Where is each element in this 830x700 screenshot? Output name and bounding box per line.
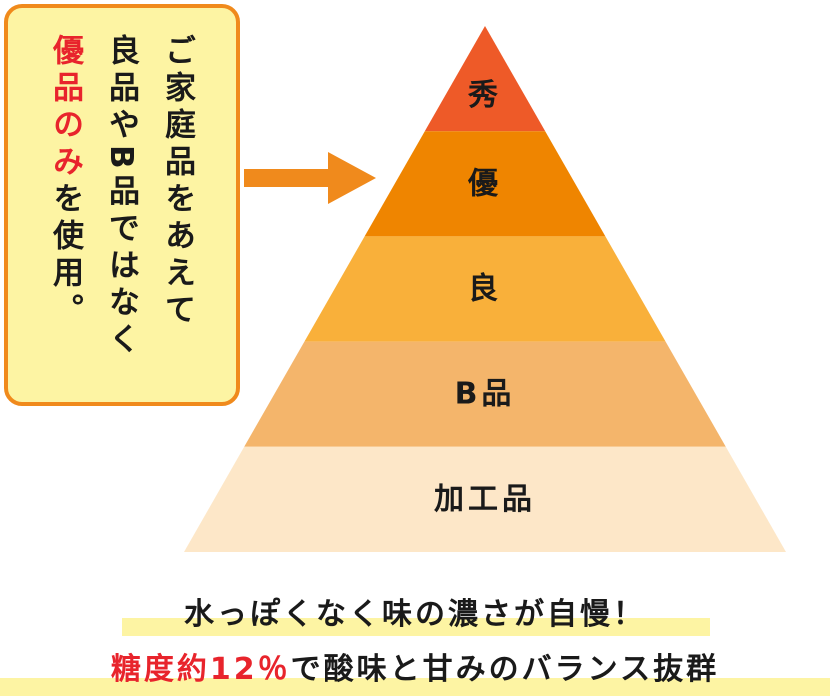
pyramid-tier <box>424 26 546 132</box>
tagline-1-text: 水っぽくなく味の濃さが自慢！ <box>184 597 646 632</box>
tagline-2: 糖度約12％で酸味と甘みのバランス抜群 <box>0 640 830 700</box>
pyramid-tier-label: B品 <box>455 377 516 412</box>
arrow-shape <box>244 152 376 204</box>
pyramid-tier <box>184 446 786 552</box>
callout-line-3-rest: を使用。 <box>47 182 83 330</box>
pyramid-tier <box>244 341 726 447</box>
tagline-2-rest: で酸味と甘みのバランス抜群 <box>290 652 720 687</box>
callout-line-3: 優品のみを使用。 <box>47 34 83 330</box>
highlight-bar <box>122 618 710 636</box>
pyramid-tier-label: 加工品 <box>434 482 536 517</box>
callout-line-2: 良品やB品ではなく <box>103 34 139 360</box>
pyramid-tier-label: 秀 <box>467 78 502 113</box>
pyramid-tier <box>364 131 606 237</box>
bottom-copy: 水っぽくなく味の濃さが自慢！ 糖度約12％で酸味と甘みのバランス抜群 <box>0 590 830 700</box>
callout-emphasis: 優品のみ <box>47 34 83 182</box>
tagline-1: 水っぽくなく味の濃さが自慢！ <box>0 590 830 640</box>
tagline-2-text: 糖度約12％で酸味と甘みのバランス抜群 <box>111 640 719 700</box>
pyramid-tier-label: 良 <box>468 272 502 307</box>
pyramid-tier <box>304 236 666 342</box>
sugar-content: 糖度約12％ <box>110 652 291 687</box>
callout-box: ご家庭品をあえて 良品やB品ではなく 優品のみを使用。 <box>4 4 240 406</box>
right-arrow-icon <box>244 152 376 204</box>
highlight-bar <box>0 678 830 696</box>
callout-line-1: ご家庭品をあえて <box>159 34 195 330</box>
pyramid-tier-label: 優 <box>467 166 502 201</box>
